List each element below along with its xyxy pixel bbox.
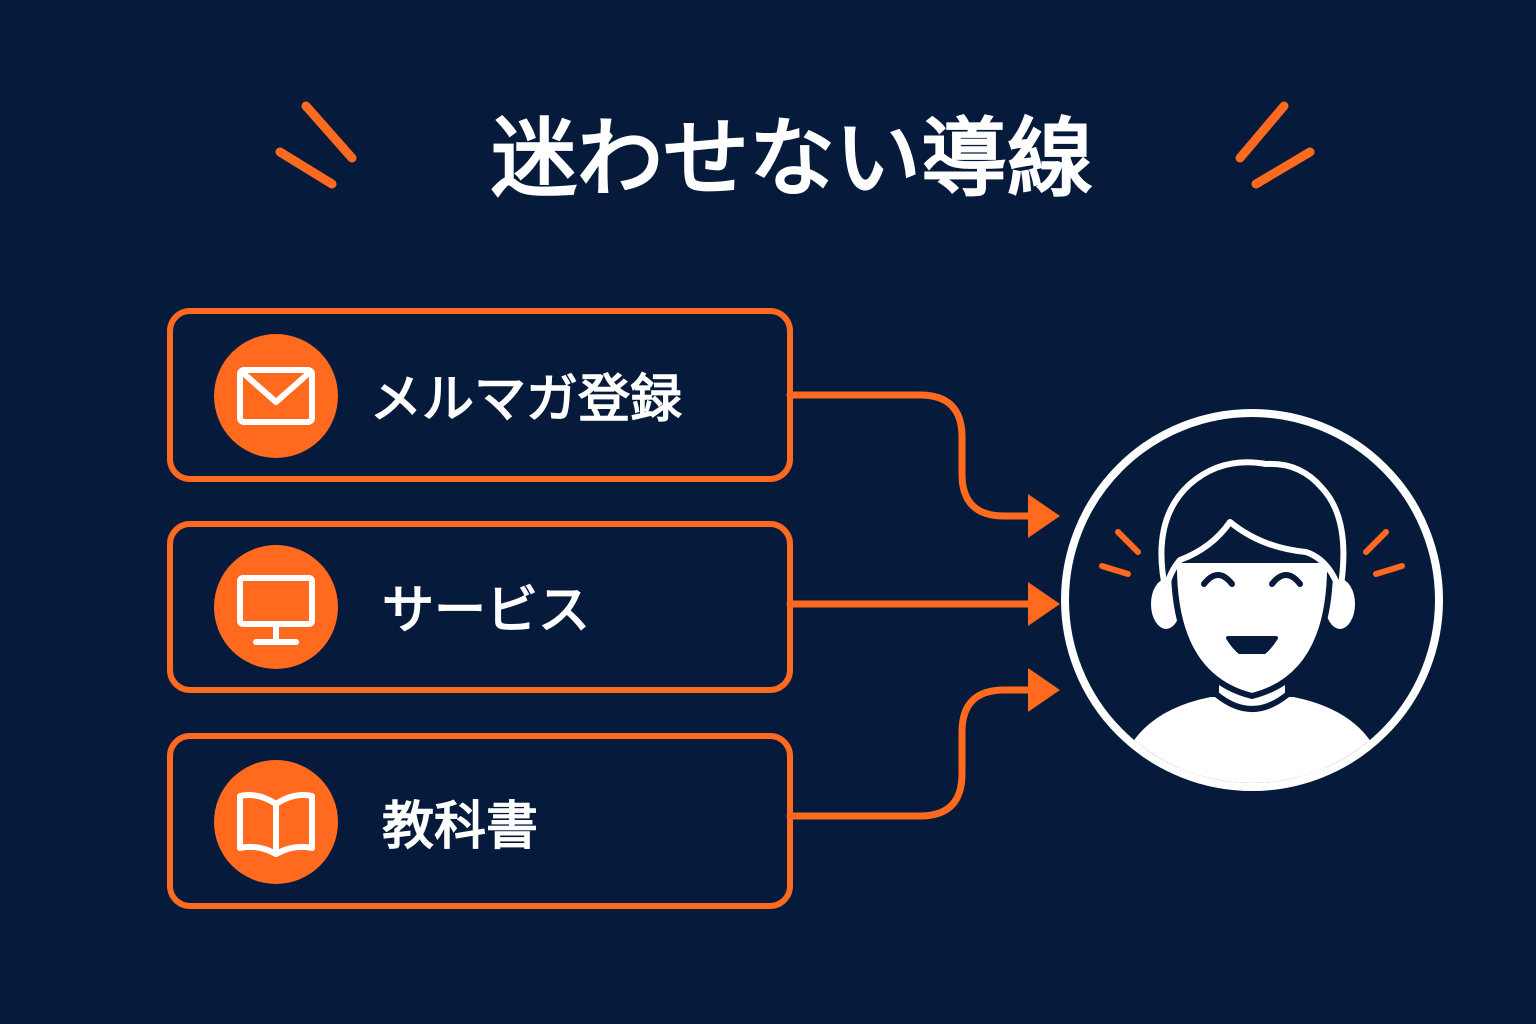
- monitor-icon-badge: [214, 545, 338, 669]
- arrowhead-book: [1028, 668, 1060, 712]
- connector-book: [786, 686, 1032, 820]
- connector-mail: [786, 391, 1032, 520]
- mail-icon: [237, 367, 315, 425]
- emphasis-marks-left: [275, 101, 357, 189]
- source-card-book: 教科書: [167, 733, 793, 909]
- book-icon: [237, 792, 315, 857]
- source-label-mail: メルマガ登録: [370, 370, 683, 430]
- arrowheads: [1028, 494, 1060, 712]
- mail-icon-badge: [214, 334, 338, 458]
- arrowhead-service: [1028, 582, 1060, 626]
- source-card-frame: [167, 308, 793, 482]
- source-card-frame: [167, 733, 793, 909]
- sparkle-marks: [1099, 529, 1405, 577]
- source-card-frame: [167, 521, 793, 693]
- connectors: [786, 391, 1032, 820]
- title-group: 迷わせない導線: [275, 101, 1315, 209]
- source-card-mail: メルマガ登録: [167, 308, 793, 482]
- target-person: [1061, 409, 1443, 791]
- arrowhead-mail: [1028, 494, 1060, 538]
- diagram-title: 迷わせない導線: [491, 109, 1093, 209]
- source-label-book: 教科書: [382, 797, 538, 857]
- source-card-service: サービス: [167, 521, 793, 693]
- emphasis-marks-right: [1235, 101, 1315, 189]
- monitor-icon: [237, 575, 315, 645]
- source-label-service: サービス: [382, 581, 590, 641]
